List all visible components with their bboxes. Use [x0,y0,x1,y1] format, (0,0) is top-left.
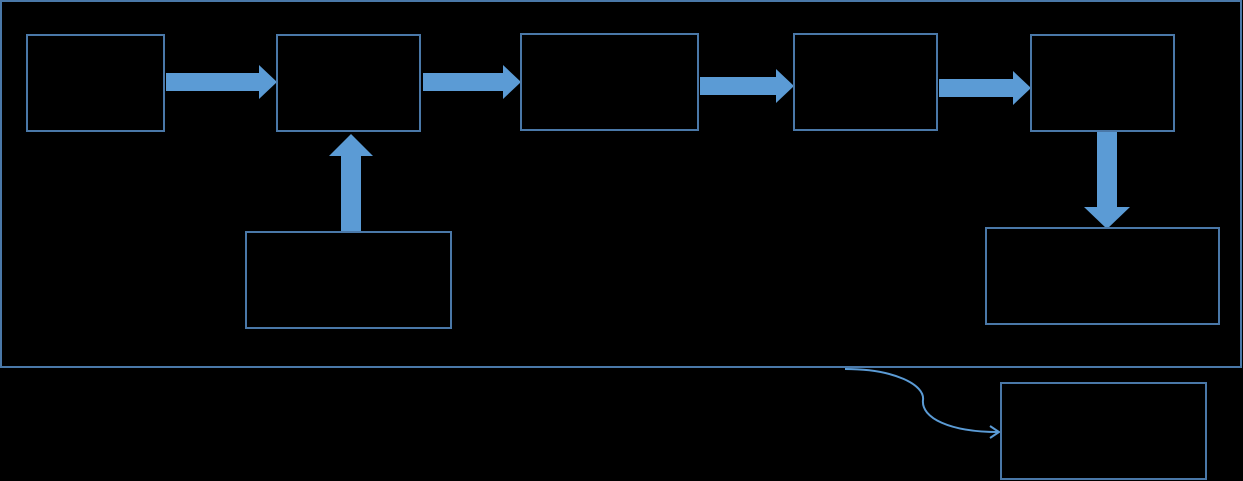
connector-frame-to-external [844,368,999,433]
arrow-step2-to-step3 [423,65,521,99]
arrow-step4-to-step5 [939,71,1031,105]
arrow-step1-to-step2 [166,65,277,99]
step-3-box [520,33,699,131]
arrow-input-to-step2 [329,134,373,231]
arrow-step3-to-step4 [700,69,794,103]
step-2-box [276,34,421,132]
step-5-box [1030,34,1175,132]
output-box [985,227,1220,325]
process-frame [0,0,1242,368]
step-1-box [26,34,165,132]
arrow-step5-to-output [1084,132,1130,229]
step-4-box [793,33,938,131]
input-box [245,231,452,329]
external-box [1000,382,1207,480]
connector-arrowhead [989,425,1001,439]
